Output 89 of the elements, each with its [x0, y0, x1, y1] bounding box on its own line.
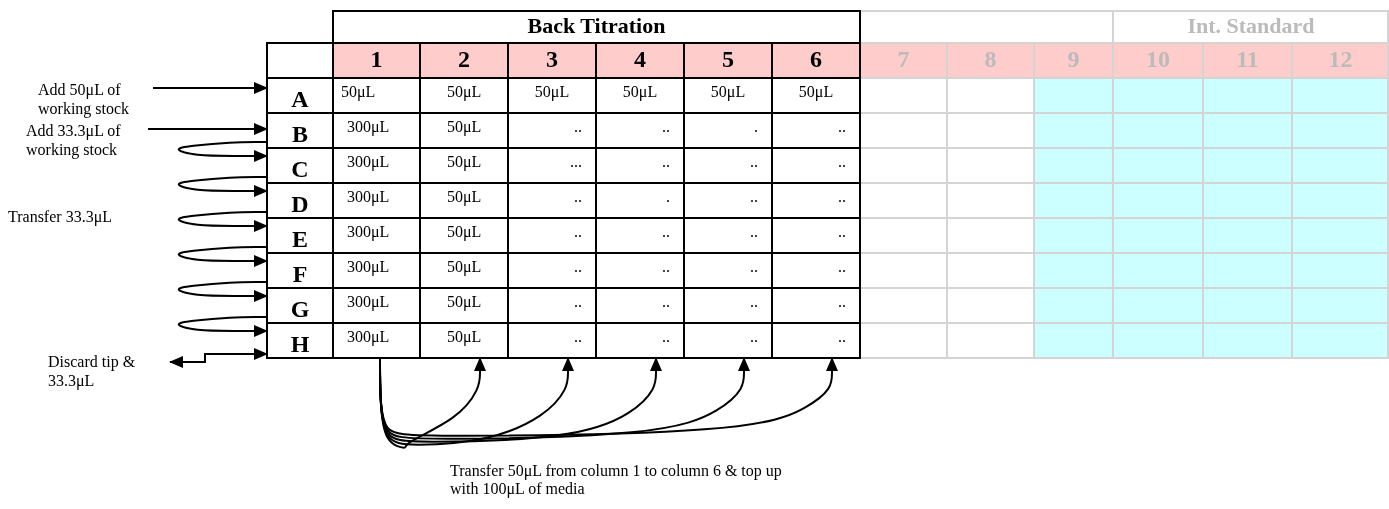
well-volume: 50μL — [341, 83, 376, 100]
arrow — [379, 357, 574, 446]
well-volume: .. — [838, 153, 846, 170]
arrow — [177, 316, 268, 337]
column-number: 9 — [1067, 46, 1080, 72]
section-header: Back Titration — [527, 13, 666, 38]
well-volume: 50μL — [534, 83, 570, 100]
arrow — [379, 357, 662, 443]
instruction-text: Add 33.3μL of working stock — [26, 121, 148, 159]
column-number: 10 — [1146, 46, 1170, 72]
column-number: 3 — [546, 46, 558, 72]
section-header: Int. Standard — [1187, 13, 1315, 38]
well-volume: 300μL — [347, 258, 390, 275]
column-number: 1 — [370, 46, 383, 72]
row-letter: H — [267, 323, 333, 358]
well-volume: .. — [750, 223, 758, 240]
well-volume: .. — [662, 258, 670, 275]
well-volume: .. — [574, 293, 582, 310]
well-volume: .. — [750, 153, 758, 170]
column-number: 7 — [897, 46, 910, 72]
arrow — [177, 246, 268, 267]
well-volume: .. — [574, 223, 582, 240]
instruction-text: Discard tip & 33.3μL — [48, 352, 170, 390]
well-volume: 300μL — [347, 153, 390, 170]
well-volume: 50μL — [447, 153, 482, 170]
well-volume: .. — [574, 188, 582, 205]
well-volume: 300μL — [347, 188, 390, 205]
arrow — [379, 357, 838, 437]
column-number: 2 — [458, 46, 470, 72]
row-letter: A — [267, 78, 333, 113]
well-volume: .. — [684, 323, 772, 358]
well-volume: .. — [838, 258, 846, 275]
column-number: 8 — [984, 46, 997, 72]
well-volume: 300μL — [347, 118, 390, 135]
column-number: 5 — [722, 46, 734, 72]
row-letter: B — [267, 113, 333, 148]
well-volume: 50μL — [447, 258, 482, 275]
well-volume: . — [754, 118, 758, 135]
well-volume: 50μL — [622, 83, 658, 100]
well-volume: .. — [508, 323, 596, 358]
well-volume: 300μL — [347, 223, 390, 240]
well-volume: .. — [772, 323, 860, 358]
arrow — [177, 176, 268, 197]
well-volume: 300μL — [347, 293, 390, 310]
instruction-text: Add 50μL of working stock — [38, 80, 153, 118]
row-letter: C — [267, 148, 333, 183]
arrow — [379, 357, 486, 449]
well-volume: ... — [570, 153, 582, 170]
column-number: 4 — [634, 46, 646, 72]
arrow — [147, 123, 268, 135]
well-volume: 300μL — [333, 323, 420, 358]
well-volume: 50μL — [447, 293, 482, 310]
well-volume: 50μL — [710, 83, 746, 100]
well-volume: .. — [662, 118, 670, 135]
instruction-text: Transfer 33.3μL — [8, 208, 112, 225]
arrow — [177, 281, 268, 302]
arrow — [177, 211, 268, 232]
well-volume: .. — [838, 118, 846, 135]
row-letter: G — [267, 288, 333, 323]
well-volume: 50μL — [447, 188, 482, 205]
column-number: 6 — [810, 46, 822, 72]
well-volume: . — [666, 188, 670, 205]
well-volume: 50μL — [798, 83, 834, 100]
well-volume: .. — [596, 323, 684, 358]
arrow — [169, 348, 268, 368]
well-volume: .. — [574, 118, 582, 135]
row-letter: F — [267, 253, 333, 288]
well-volume: .. — [838, 293, 846, 310]
column-number: 11 — [1236, 46, 1259, 72]
well-volume: .. — [750, 293, 758, 310]
well-volume: 50μL — [447, 118, 482, 135]
well-volume: .. — [662, 293, 670, 310]
well-volume: .. — [662, 223, 670, 240]
well-volume: 50μL — [447, 83, 482, 100]
row-letter: D — [267, 183, 333, 218]
arrow — [152, 82, 268, 94]
well-volume: 50μL — [447, 223, 482, 240]
well-volume: .. — [838, 223, 846, 240]
well-volume: .. — [750, 258, 758, 275]
row-letter: E — [267, 218, 333, 253]
arrow — [379, 357, 750, 440]
column-number: 12 — [1328, 46, 1353, 72]
well-volume: .. — [750, 188, 758, 205]
well-volume: .. — [838, 188, 846, 205]
arrow — [177, 141, 268, 162]
well-volume: .. — [662, 153, 670, 170]
well-volume: 50μL — [420, 323, 508, 358]
instruction-text: Transfer 50μL from column 1 to column 6 & top up with 100μL of media — [450, 462, 782, 497]
well-volume: .. — [574, 258, 582, 275]
